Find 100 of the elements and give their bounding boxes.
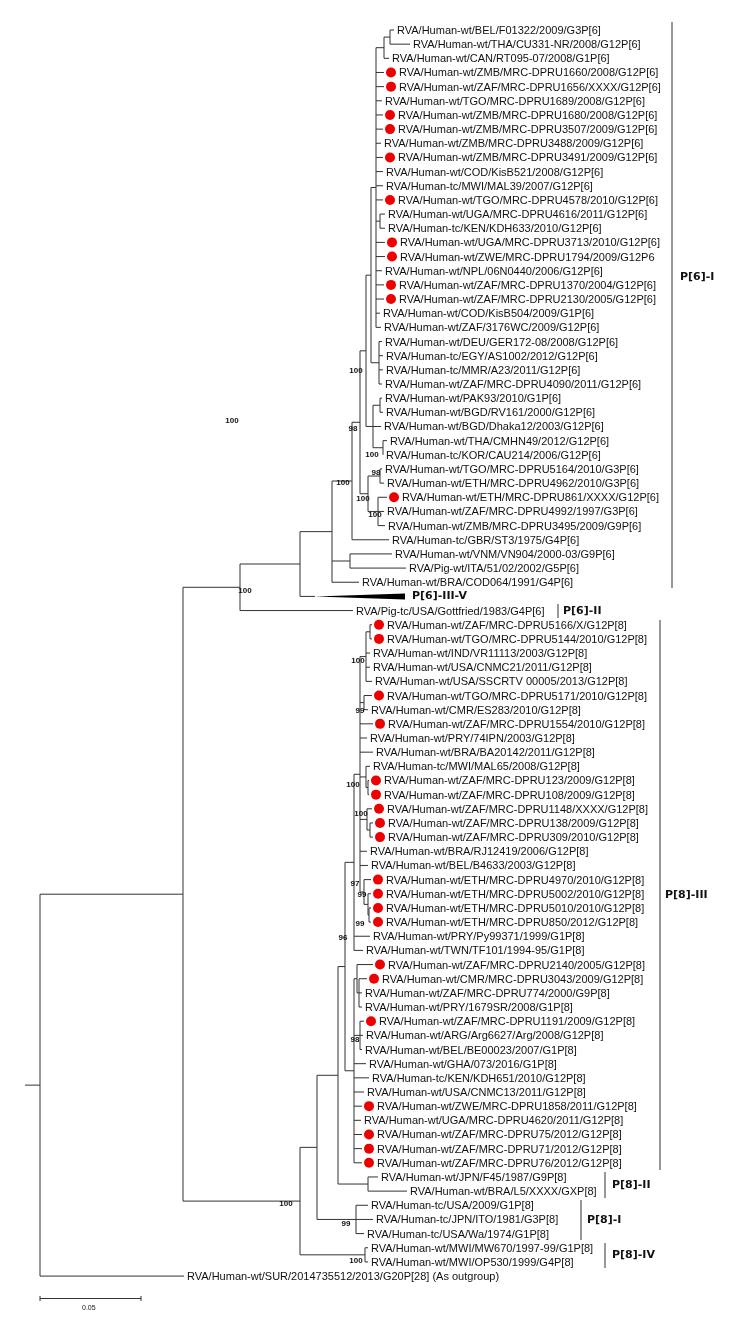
taxon-label: RVA/Human-wt/ZAF/MRC-DPRU774/2000/G9P[8] (365, 985, 610, 1000)
bootstrap-value: 100 (225, 415, 239, 425)
clade-label: P[8]-II (612, 1178, 651, 1192)
taxon-label: RVA/Human-tc/JPN/ITO/1981/G3P[8] (376, 1212, 559, 1227)
taxon-label: RVA/Human-wt/MWI/OP530/1999/G4P[8] (371, 1254, 574, 1269)
taxon-label: RVA/Human-wt/ZAF/MRC-DPRU138/2009/G12P[8] (388, 815, 639, 830)
taxon-label: RVA/Human-wt/ZAF/MRC-DPRU1370/2004/G12P[6] (399, 277, 656, 292)
taxon-label: RVA/Human-wt/ZWE/MRC-DPRU1858/2011/G12P[8] (377, 1099, 637, 1114)
taxon-label: RVA/Human-wt/ZAF/MRC-DPRU2130/2005/G12P[6] (399, 292, 656, 307)
bootstrap-value: 96 (338, 932, 348, 942)
bootstrap-value: 99 (355, 918, 365, 928)
taxon-label: RVA/Human-wt/THA/CMHN49/2012/G12P[6] (390, 433, 610, 448)
taxon-label: RVA/Human-wt/JPN/F45/1987/G9P[8] (381, 1169, 567, 1184)
taxon-label: RVA/Human-wt/ZAF/MRC-DPRU75/2012/G12P[8] (377, 1127, 622, 1142)
taxon-label: RVA/Human-tc/KEN/KDH651/2010/G12P[8] (372, 1070, 586, 1085)
taxon-label: RVA/Human-wt/MWI/MW670/1997-99/G1P[8] (371, 1240, 594, 1255)
bootstrap-value: 97 (350, 878, 360, 888)
bootstrap-value: 98 (350, 1034, 360, 1044)
taxon-label: RVA/Human-wt/DEU/GER172-08/2008/G12P[6] (385, 334, 619, 349)
taxon-label: RVA/Human-tc/USA/2009/G1P[8] (371, 1198, 534, 1213)
taxon-label: RVA/Human-wt/VNM/VN904/2000-03/G9P[6] (395, 546, 615, 561)
taxon-label: RVA/Human-wt/TWN/TF101/1994-95/G1P[8] (366, 943, 585, 958)
bootstrap-value: 100 (349, 365, 363, 375)
taxon-label: RVA/Human-wt/BRA/L5/XXXX/GXP[8] (410, 1184, 597, 1199)
taxon-label: RVA/Human-wt/ZAF/MRC-DPRU2140/2005/G12P[8] (388, 957, 645, 972)
taxon-label: RVA/Human-wt/BRA/COD064/1991/G4P[6] (362, 575, 574, 590)
bootstrap-value: 98 (348, 423, 358, 433)
taxon-label: RVA/Human-tc/MWI/MAL65/2008/G12P[8] (373, 759, 580, 774)
taxon-label: RVA/Human-wt/PAK93/2010/G1P[6] (385, 391, 562, 406)
taxon-label: RVA/Human-wt/ETH/MRC-DPRU4970/2010/G12P[8] (386, 872, 645, 887)
taxon-label: RVA/Human-wt/COD/KisB521/2008/G12P[6] (386, 164, 604, 179)
taxon-label: RVA/Human-tc/USA/Wa/1974/G1P[8] (367, 1226, 549, 1241)
taxon-label: RVA/Human-tc/MMR/A23/2011/G12P[6] (386, 362, 581, 377)
taxon-label: RVA/Human-wt/ZAF/MRC-DPRU4090/2011/G12P[6] (385, 377, 642, 391)
bootstrap-value: 100 (238, 585, 252, 595)
taxon-label: RVA/Human-wt/THA/CU331-NR/2008/G12P[6] (413, 37, 641, 52)
bootstrap-value: 100 (346, 779, 360, 789)
taxon-label: RVA/Human-wt/ZAF/3176WC/2009/G12P[6] (384, 320, 600, 335)
taxon-label: RVA/Human-wt/ZAF/MRC-DPRU71/2012/G12P[8] (377, 1141, 622, 1156)
taxon-label: RVA/Human-wt/USA/CNMC21/2011/G12P[8] (373, 660, 592, 675)
taxon-label: RVA/Human-wt/USA/CNMC13/2011/G12P[8] (367, 1085, 586, 1099)
taxon-label: RVA/Human-wt/COD/KisB504/2009/G1P[6] (383, 306, 595, 321)
taxon-label: RVA/Human-wt/BGD/Dhaka12/2003/G12P[6] (384, 419, 604, 434)
taxon-label: RVA/Human-wt/ZMB/MRC-DPRU3495/2009/G9P[6] (388, 518, 642, 533)
bootstrap-value: 100 (368, 509, 382, 519)
bootstrap-value: 99 (355, 705, 365, 715)
taxon-label: RVA/Human-wt/BRA/BA20142/2011/G12P[8] (376, 745, 595, 760)
taxon-label: RVA/Human-wt/ZAF/MRC-DPRU1148/XXXX/G12P[8] (387, 801, 649, 816)
taxon-label: RVA/Human-wt/BRA/RJ12419/2006/G12P[8] (370, 844, 589, 859)
taxon-label: RVA/Human-tc/KOR/CAU214/2006/G12P[6] (386, 447, 601, 462)
taxon-label: RVA/Human-wt/ZAF/MRC-DPRU123/2009/G12P[8] (384, 773, 635, 788)
taxon-label: RVA/Human-wt/PRY/Py99371/1999/G1P[8] (373, 929, 585, 944)
taxon-label: RVA/Human-wt/ZMB/MRC-DPRU3491/2009/G12P[6] (398, 150, 658, 165)
clade-label: P[6]-III-V (412, 589, 467, 604)
clade-label: P[8]-IV (612, 1248, 655, 1262)
taxon-label: RVA/Human-wt/BGD/RV161/2000/G12P[6] (386, 405, 596, 420)
taxon-label: RVA/Human-tc/MWI/MAL39/2007/G12P[6] (386, 178, 593, 193)
taxon-label: RVA/Human-wt/ETH/MRC-DPRU5010/2010/G12P[8] (386, 900, 645, 915)
taxon-label: RVA/Human-wt/ZAF/MRC-DPRU1191/2009/G12P[8] (379, 1014, 636, 1029)
clade-label: P[8]-I (587, 1213, 622, 1227)
taxon-label: RVA/Human-wt/ZAF/MRC-DPRU76/2012/G12P[8] (377, 1155, 622, 1170)
taxon-label: RVA/Human-wt/TGO/MRC-DPRU5164/2010/G3P[6] (385, 461, 639, 476)
taxon-label: RVA/Human-tc/EGY/AS1002/2012/G12P[6] (386, 348, 598, 363)
clade-label: P[8]-III (665, 888, 708, 902)
taxon-label: RVA/Human-wt/ETH/MRC-DPRU850/2012/G12P[8] (386, 915, 639, 930)
bootstrap-value: 98 (371, 467, 381, 477)
taxon-label: RVA/Human-wt/ZAF/MRC-DPRU4992/1997/G3P[6] (387, 504, 638, 519)
taxon-label: RVA/Human-wt/NPL/06N0440/2006/G12P[6] (385, 263, 603, 278)
taxon-label: RVA/Human-wt/UGA/MRC-DPRU4616/2011/G12P[6] (388, 207, 648, 222)
taxon-label: RVA/Human-wt/ZAF/MRC-DPRU309/2010/G12P[8] (388, 830, 639, 845)
taxon-label: RVA/Human-tc/KEN/KDH633/2010/G12P[6] (388, 221, 602, 236)
taxon-label: RVA/Human-wt/BEL/F01322/2009/G3P[6] (397, 23, 601, 37)
taxon-label: RVA/Human-wt/ETH/MRC-DPRU5002/2010/G12P[8] (386, 886, 645, 901)
taxon-label: RVA/Human-wt/BEL/B4633/2003/G12P[8] (371, 858, 576, 873)
taxon-label: RVA/Human-wt/SUR/2014735512/2013/G20P[28] (As outgroup) (187, 1269, 500, 1284)
bootstrap-value: 99 (341, 1218, 351, 1228)
taxon-label: RVA/Human-wt/ZMB/MRC-DPRU1660/2008/G12P[6] (399, 65, 659, 80)
taxon-label: RVA/Human-wt/PRY/74IPN/2003/G12P[8] (370, 731, 575, 745)
bootstrap-value: 100 (349, 1255, 363, 1265)
taxon-label: RVA/Pig-wt/ITA/51/02/2002/G5P[6] (409, 561, 579, 576)
taxon-label: RVA/Human-tc/GBR/ST3/1975/G4P[6] (392, 532, 580, 547)
taxon-label: RVA/Human-wt/ZAF/MRC-DPRU5166/X/G12P[8] (387, 617, 627, 632)
taxon-label: RVA/Human-wt/ZMB/MRC-DPRU3507/2009/G12P[6] (398, 122, 658, 137)
taxon-label: RVA/Human-wt/TGO/MRC-DPRU1689/2008/G12P[6] (385, 93, 646, 108)
taxon-label: RVA/Human-wt/ZAF/MRC-DPRU1656/XXXX/G12P[6] (399, 79, 661, 94)
bootstrap-value: 100 (351, 655, 365, 665)
taxon-label: RVA/Human-wt/CAN/RT095-07/2008/G1P[6] (392, 51, 610, 66)
taxon-label: RVA/Human-wt/ZAF/MRC-DPRU108/2009/G12P[8] (384, 787, 635, 802)
taxon-label: RVA/Human-wt/TGO/MRC-DPRU4578/2010/G12P[6] (398, 192, 659, 207)
bootstrap-value: 100 (336, 477, 350, 487)
taxon-label: RVA/Human-wt/ARG/Arg6627/Arg/2008/G12P[8] (366, 1028, 604, 1043)
taxon-label: RVA/Human-wt/ETH/MRC-DPRU4962/2010/G3P[6] (387, 476, 640, 491)
taxon-label: RVA/Human-wt/ZWE/MRC-DPRU1794/2009/G12P6 (400, 249, 655, 264)
bootstrap-value: 99 (357, 889, 367, 899)
clade-label: P[6]-I (680, 270, 715, 284)
taxon-label: RVA/Human-wt/ZMB/MRC-DPRU1680/2008/G12P[6] (398, 107, 658, 122)
taxon-label: RVA/Human-wt/CMR/ES283/2010/G12P[8] (371, 702, 581, 717)
taxon-label: RVA/Human-wt/UGA/MRC-DPRU4620/2011/G12P[8] (364, 1113, 624, 1128)
taxon-label: RVA/Human-wt/TGO/MRC-DPRU5171/2010/G12P[8] (387, 688, 648, 703)
taxon-label: RVA/Pig-tc/USA/Gottfried/1983/G4P[6] (356, 603, 545, 618)
